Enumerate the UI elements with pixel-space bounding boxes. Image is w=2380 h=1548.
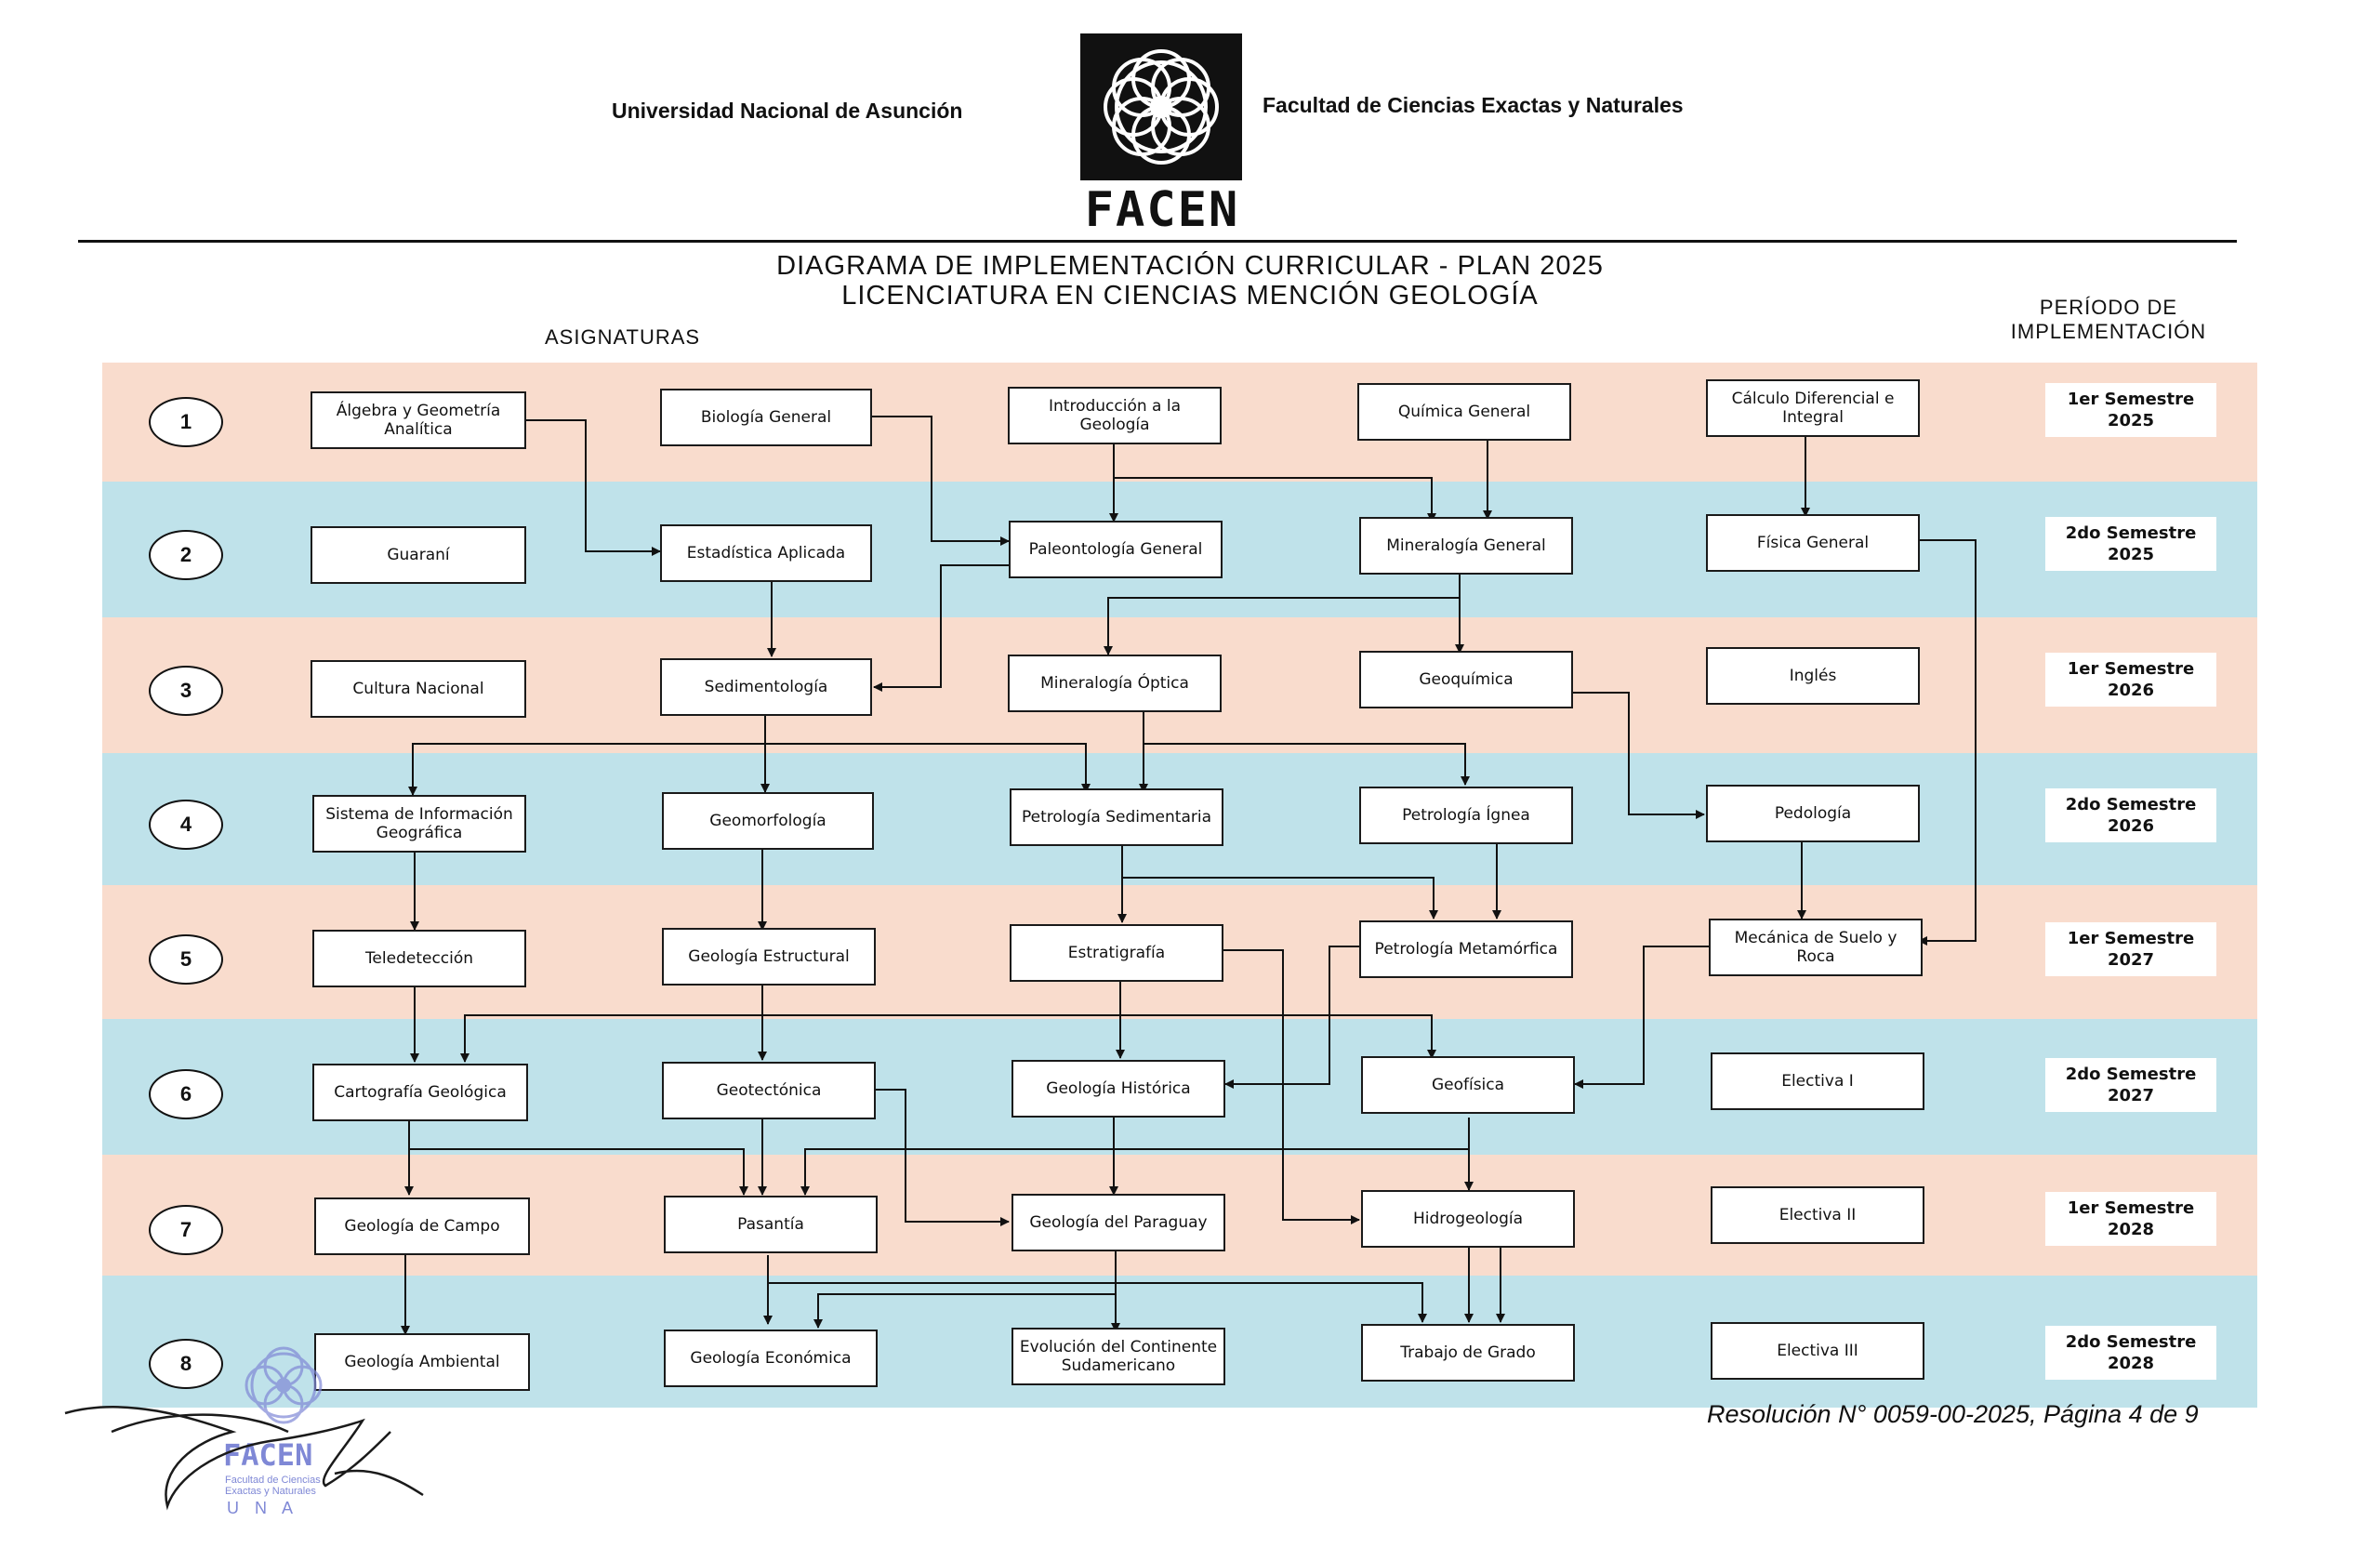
- handwritten-signature: [64, 1406, 424, 1511]
- facen-logo-text: FACEN: [1084, 182, 1240, 238]
- row-number-2: 2: [149, 530, 223, 580]
- row-number-6: 6: [149, 1069, 223, 1119]
- period-year: 2025: [2107, 411, 2155, 430]
- node-geotectonica: Geotectónica: [662, 1062, 876, 1119]
- period-header-line2: IMPLEMENTACIÓN: [2010, 320, 2207, 343]
- row-number-7: 7: [149, 1205, 223, 1255]
- period-label: 1er Semestre: [2067, 659, 2195, 679]
- period-row-1: 1er Semestre 2025: [2045, 383, 2216, 437]
- period-label: 2do Semestre: [2065, 1332, 2197, 1352]
- row-number-4: 4: [149, 800, 223, 850]
- stamp-line-3: U N A: [227, 1499, 299, 1517]
- node-introduccion: Introducción a la Geología: [1008, 387, 1222, 444]
- diagram-title: DIAGRAMA DE IMPLEMENTACIÓN CURRICULAR - …: [776, 251, 1604, 281]
- row-number-8: 8: [149, 1339, 223, 1389]
- node-geoquimica: Geoquímica: [1359, 651, 1573, 708]
- period-label: 1er Semestre: [2067, 1198, 2195, 1218]
- period-year: 2025: [2107, 545, 2155, 564]
- node-cartografia: Cartografía Geológica: [312, 1064, 528, 1121]
- node-ingles: Inglés: [1706, 647, 1920, 705]
- node-hidrogeologia: Hidrogeología: [1361, 1190, 1575, 1248]
- node-geologia-paraguay: Geología del Paraguay: [1012, 1194, 1225, 1251]
- node-electiva-1: Electiva I: [1711, 1052, 1924, 1110]
- node-estratigrafia: Estratigrafía: [1010, 924, 1223, 982]
- node-electiva-3: Electiva III: [1711, 1322, 1924, 1380]
- node-mineralogia-optica: Mineralogía Óptica: [1008, 655, 1222, 712]
- node-sig: Sistema de Información Geográfica: [312, 795, 526, 853]
- node-algebra: Álgebra y Geometría Analítica: [311, 391, 526, 449]
- period-year: 2026: [2107, 681, 2155, 700]
- node-estadistica: Estadística Aplicada: [660, 524, 872, 582]
- node-petrologia-metamorfica: Petrología Metamórfica: [1359, 920, 1573, 978]
- period-label: 1er Semestre: [2067, 929, 2195, 948]
- institution-stamp: FACEN Facultad de Ciencias Exactas y Nat…: [214, 1339, 353, 1525]
- period-row-8: 2do Semestre 2028: [2045, 1326, 2216, 1380]
- period-row-5: 1er Semestre 2027: [2045, 922, 2216, 976]
- faculty-name: Facultad de Ciencias Exactas y Naturales: [1263, 93, 1684, 117]
- node-mineralogia-general: Mineralogía General: [1359, 517, 1573, 575]
- node-geologia-historica: Geología Histórica: [1012, 1060, 1225, 1118]
- node-geomorfologia: Geomorfología: [662, 792, 874, 850]
- node-calculo: Cálculo Diferencial e Integral: [1706, 379, 1920, 437]
- period-year: 2027: [2107, 1086, 2155, 1105]
- period-year: 2028: [2107, 1354, 2155, 1373]
- row-number-1: 1: [149, 397, 223, 447]
- resolution-footer: Resolución N° 0059-00-2025, Página 4 de …: [1707, 1400, 2199, 1428]
- diagram-subtitle: LICENCIATURA EN CIENCIAS MENCIÓN GEOLOGÍ…: [841, 281, 1539, 311]
- period-year: 2027: [2107, 950, 2155, 970]
- node-pedologia: Pedología: [1706, 785, 1920, 842]
- university-name: Universidad Nacional de Asunción: [612, 99, 963, 123]
- node-trabajo-grado: Trabajo de Grado: [1361, 1324, 1575, 1382]
- node-sedimentologia: Sedimentología: [660, 658, 872, 716]
- node-geologia-estructural: Geología Estructural: [662, 928, 876, 986]
- node-cultura: Cultura Nacional: [311, 660, 526, 718]
- node-paleontologia: Paleontología General: [1009, 521, 1223, 578]
- header-rule: [78, 240, 2237, 243]
- row-number-3: 3: [149, 666, 223, 716]
- period-label: 2do Semestre: [2065, 523, 2197, 543]
- period-row-4: 2do Semestre 2026: [2045, 788, 2216, 842]
- facen-logo: [1078, 33, 1246, 182]
- node-pasantia: Pasantía: [664, 1196, 878, 1253]
- period-header-line1: PERÍODO DE: [2039, 296, 2178, 319]
- stamp-brand: FACEN: [223, 1437, 313, 1473]
- node-geofisica: Geofísica: [1361, 1056, 1575, 1114]
- node-geologia-economica: Geología Económica: [664, 1330, 878, 1387]
- period-year: 2026: [2107, 816, 2155, 836]
- node-electiva-2: Electiva II: [1711, 1186, 1924, 1244]
- node-teledeteccion: Teledetección: [312, 930, 526, 987]
- period-label: 2do Semestre: [2065, 1065, 2197, 1084]
- node-geologia-campo: Geología de Campo: [314, 1197, 530, 1255]
- period-row-2: 2do Semestre 2025: [2045, 517, 2216, 571]
- period-row-7: 1er Semestre 2028: [2045, 1192, 2216, 1246]
- stamp-line-2: Exactas y Naturales: [225, 1486, 316, 1497]
- node-evolucion: Evolución del Continente Sudamericano: [1012, 1328, 1225, 1385]
- period-row-3: 1er Semestre 2026: [2045, 653, 2216, 707]
- stamp-line-1: Facultad de Ciencias: [225, 1475, 321, 1486]
- node-petrologia-ignea: Petrología Ígnea: [1359, 787, 1573, 844]
- node-quimica: Química General: [1357, 383, 1571, 441]
- node-biologia: Biología General: [660, 389, 872, 446]
- node-fisica: Física General: [1706, 514, 1920, 572]
- subjects-column-header: ASIGNATURAS: [545, 325, 701, 349]
- period-row-6: 2do Semestre 2027: [2045, 1058, 2216, 1112]
- node-petrologia-sedimentaria: Petrología Sedimentaria: [1010, 788, 1223, 846]
- node-geologia-ambiental: Geología Ambiental: [314, 1333, 530, 1391]
- node-mecanica: Mecánica de Suelo y Roca: [1709, 919, 1923, 976]
- row-number-5: 5: [149, 934, 223, 985]
- node-guarani: Guaraní: [311, 526, 526, 584]
- period-label: 2do Semestre: [2065, 795, 2197, 814]
- period-year: 2028: [2107, 1220, 2155, 1239]
- period-label: 1er Semestre: [2067, 390, 2195, 409]
